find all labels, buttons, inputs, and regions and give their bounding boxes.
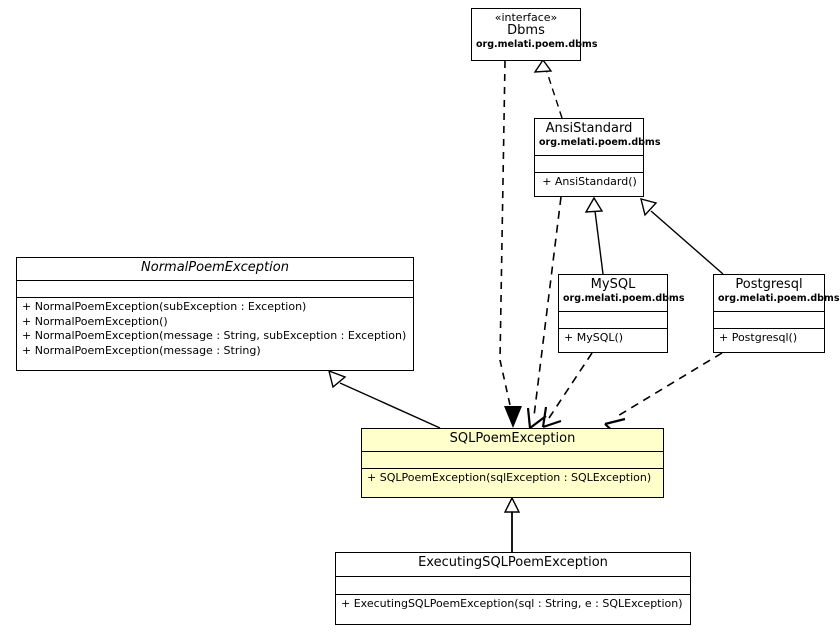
class-name: Dbms bbox=[507, 23, 545, 39]
operation-row: + SQLPoemException(sqlException : SQLExc… bbox=[367, 471, 652, 484]
class-name: ExecutingSQLPoemException bbox=[418, 555, 608, 570]
class-name-compartment: MySQL org.melati.poem.dbms bbox=[559, 275, 685, 312]
class-attributes-compartment bbox=[336, 577, 690, 595]
edge-mysql-uses-sqlpoemexception bbox=[541, 352, 593, 429]
class-operations-compartment: + NormalPoemException(subException : Exc… bbox=[17, 298, 413, 361]
class-name-compartment: SQLPoemException bbox=[362, 429, 663, 452]
operation-row: + NormalPoemException(subException : Exc… bbox=[22, 300, 307, 313]
edge-postgresql-extends-ansistandard bbox=[640, 198, 724, 275]
edge-sqlpoemexception-extends-normalpoemexception bbox=[327, 369, 441, 429]
class-operations-compartment: + SQLPoemException(sqlException : SQLExc… bbox=[362, 469, 663, 489]
edge-dbms-uses-sqlpoemexception bbox=[499, 60, 522, 428]
edge-ansistandard-implements-dbms bbox=[533, 58, 563, 119]
class-package: org.melati.poem.dbms bbox=[539, 136, 661, 148]
class-box-normalpoemexception[interactable]: NormalPoemException + NormalPoemExceptio… bbox=[16, 257, 414, 371]
class-attributes-compartment bbox=[714, 312, 824, 329]
class-attributes-compartment bbox=[535, 156, 643, 173]
class-name: AnsiStandard bbox=[545, 121, 633, 136]
operation-row: + NormalPoemException() bbox=[22, 314, 168, 328]
class-name: NormalPoemException bbox=[141, 260, 289, 275]
edge-ansistandard-uses-sqlpoemexception bbox=[526, 196, 562, 429]
class-operations-compartment: + Postgresql() bbox=[714, 329, 824, 349]
edge-mysql-extends-ansistandard bbox=[584, 196, 604, 275]
class-attributes-compartment bbox=[559, 312, 667, 329]
class-box-mysql[interactable]: MySQL org.melati.poem.dbms + MySQL() bbox=[558, 274, 685, 353]
class-package: org.melati.poem.dbms bbox=[718, 292, 840, 304]
class-name-compartment: «interface» Dbms org.melati.poem.dbms bbox=[472, 9, 598, 54]
edge-postgresql-uses-sqlpoemexception bbox=[604, 352, 723, 436]
class-name-compartment: Postgresql org.melati.poem.dbms bbox=[714, 275, 840, 312]
class-name-compartment: ExecutingSQLPoemException bbox=[336, 553, 690, 577]
class-attributes-compartment bbox=[362, 452, 663, 469]
class-name: Postgresql bbox=[735, 277, 803, 292]
operation-row: + AnsiStandard() bbox=[542, 175, 637, 188]
edge-executingsqlpoemexception-extends-sqlpoemexception bbox=[503, 496, 521, 552]
operation-row: + NormalPoemException(message : String, … bbox=[22, 329, 407, 343]
class-operations-compartment: + ExecutingSQLPoemException(sql : String… bbox=[336, 595, 690, 615]
class-package: org.melati.poem.dbms bbox=[563, 292, 685, 304]
class-name-compartment: NormalPoemException bbox=[17, 258, 413, 281]
class-name-compartment: AnsiStandard org.melati.poem.dbms bbox=[535, 119, 661, 156]
operation-row: + Postgresql() bbox=[719, 331, 798, 344]
class-box-executingsqlpoemexception[interactable]: ExecutingSQLPoemException + ExecutingSQL… bbox=[335, 552, 691, 625]
class-package: org.melati.poem.dbms bbox=[476, 38, 598, 50]
class-attributes-compartment bbox=[17, 281, 413, 298]
class-name: MySQL bbox=[590, 277, 636, 292]
class-stereotype: «interface» bbox=[494, 11, 558, 24]
class-box-dbms[interactable]: «interface» Dbms org.melati.poem.dbms bbox=[471, 8, 598, 61]
class-operations-compartment: + AnsiStandard() bbox=[535, 173, 643, 193]
operation-row: + ExecutingSQLPoemException(sql : String… bbox=[341, 597, 683, 610]
class-operations-compartment: + MySQL() bbox=[559, 329, 667, 349]
class-box-sqlpoemexception[interactable]: SQLPoemException + SQLPoemException(sqlE… bbox=[361, 428, 664, 498]
operation-row: + NormalPoemException(message : String) bbox=[22, 343, 261, 357]
class-box-postgresql[interactable]: Postgresql org.melati.poem.dbms + Postgr… bbox=[713, 274, 840, 353]
operation-row: + MySQL() bbox=[564, 331, 624, 344]
class-name: SQLPoemException bbox=[449, 431, 576, 446]
class-box-ansistandard[interactable]: AnsiStandard org.melati.poem.dbms + Ansi… bbox=[534, 118, 661, 197]
